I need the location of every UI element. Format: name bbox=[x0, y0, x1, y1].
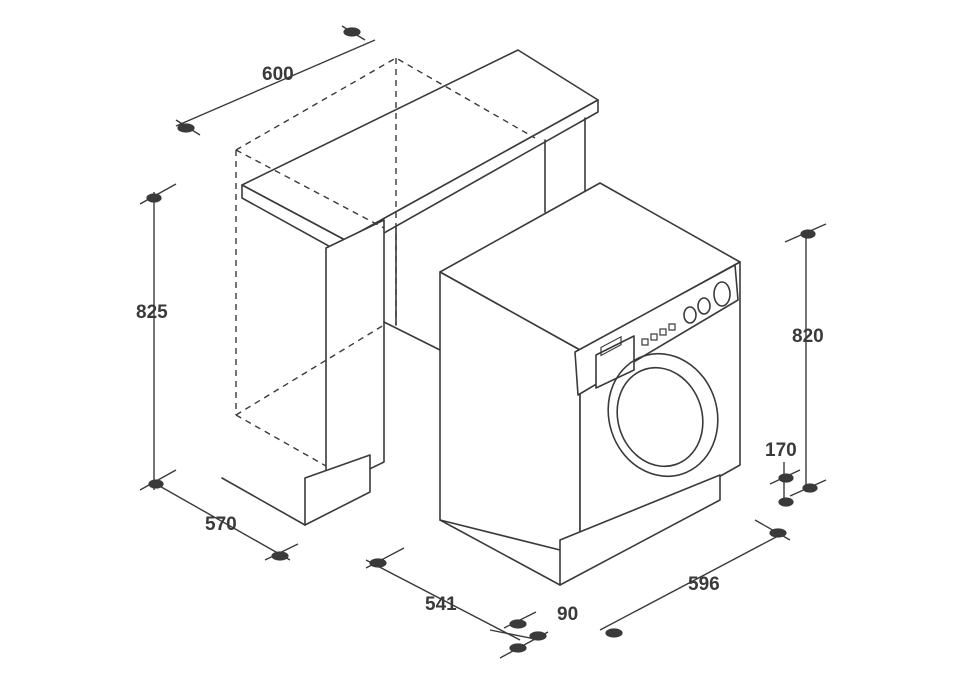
dim-label-cabinet-height: 825 bbox=[136, 302, 168, 323]
dim-label-cabinet-depth: 570 bbox=[205, 514, 237, 535]
dim-label-machine-width: 596 bbox=[688, 574, 720, 595]
cabinet-plinth bbox=[304, 454, 371, 526]
cabinet-side-panel bbox=[325, 219, 385, 491]
dim-label-machine-height: 820 bbox=[792, 326, 824, 347]
drawer-handle bbox=[600, 335, 622, 357]
door bbox=[607, 352, 719, 478]
cabinet-drawing bbox=[221, 49, 599, 526]
dim-label-machine-depth: 541 bbox=[425, 594, 457, 615]
washing-machine bbox=[439, 182, 741, 586]
dim-label-door-offset: 90 bbox=[557, 604, 578, 625]
machine-floor-line bbox=[439, 519, 561, 586]
dim-label-cabinet-width: 600 bbox=[262, 64, 294, 85]
control-knobs bbox=[683, 281, 731, 324]
dimension-lines bbox=[139, 25, 827, 659]
appliance-envelope-dashed bbox=[235, 57, 536, 467]
floor-line-left bbox=[221, 477, 306, 526]
dim-label-plinth-height: 170 bbox=[765, 440, 797, 461]
program-buttons bbox=[641, 323, 676, 346]
machine-plinth bbox=[559, 474, 721, 586]
door-glass bbox=[616, 366, 704, 468]
door-outer-ring bbox=[607, 352, 719, 478]
cabinet-floor-back bbox=[383, 321, 441, 351]
